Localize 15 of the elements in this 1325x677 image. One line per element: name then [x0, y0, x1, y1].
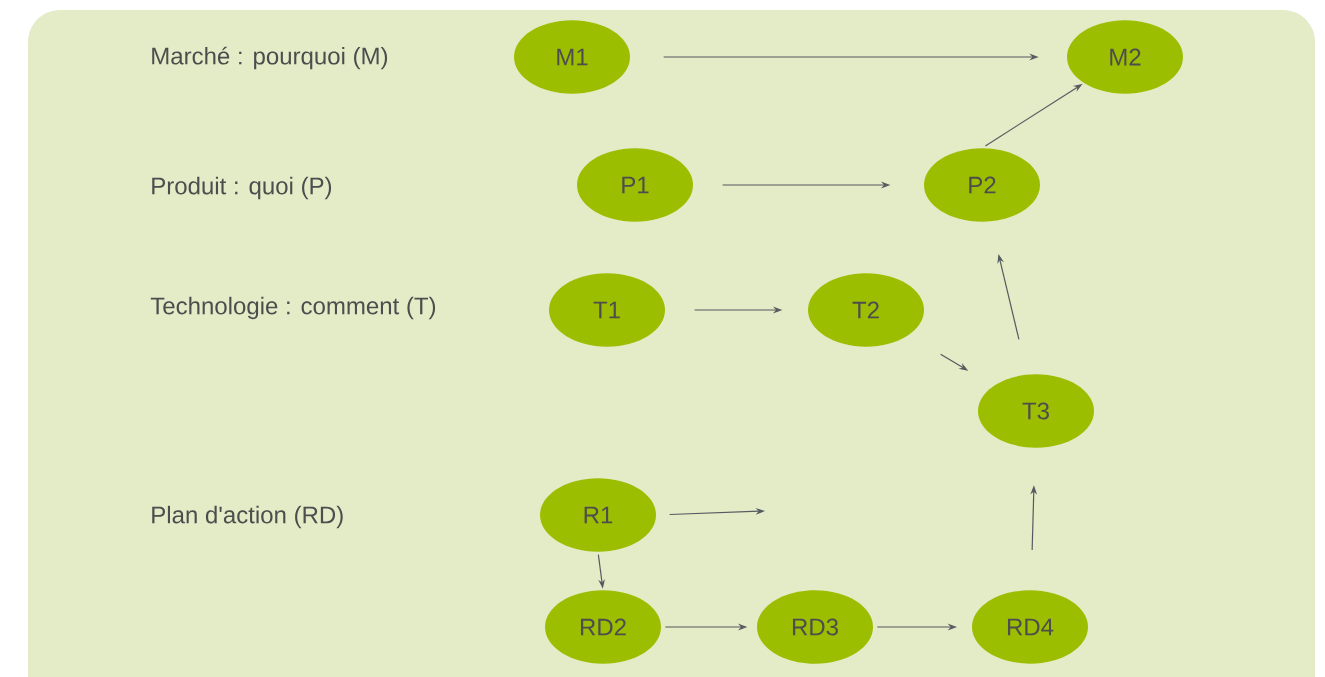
ellipse-node: M2	[1067, 20, 1183, 94]
ellipse-node: P1	[577, 148, 693, 222]
ellipse-node: RD2	[545, 590, 661, 664]
ellipse-node: M1	[514, 20, 630, 94]
ellipse-node: T1	[549, 273, 665, 347]
ellipse-node: RD4	[972, 590, 1088, 664]
ellipse-node: P2	[924, 148, 1040, 222]
ellipse-node: T3	[978, 374, 1094, 448]
row-label: Technologie : comment (T)	[150, 296, 436, 320]
ellipse-node: T2	[808, 273, 924, 347]
ellipse-node: RD3	[757, 590, 873, 664]
row-label: Produit : quoi (P)	[152, 176, 332, 200]
row-label: Marché : pourquoi (M)	[152, 46, 388, 70]
row-label: Plan d'action (RD)	[152, 505, 343, 529]
ellipse-node: R1	[540, 478, 656, 552]
